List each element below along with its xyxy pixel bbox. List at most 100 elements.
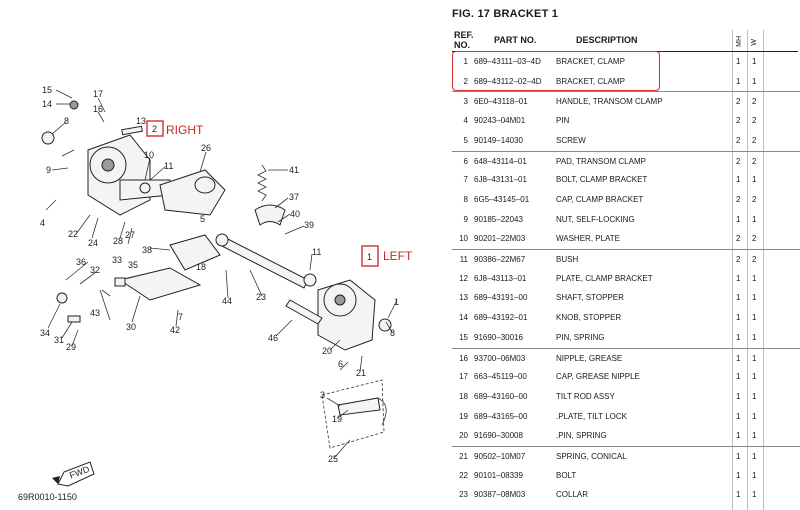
header-mh: MH: [736, 36, 743, 47]
part-label: 44: [222, 296, 232, 306]
ref-cell: 6: [463, 156, 468, 166]
mh-qty-cell: 2: [736, 255, 741, 264]
ref-cell: 8: [463, 194, 468, 204]
mh-qty-cell: 2: [736, 194, 741, 204]
part-no-cell: 90101–08339: [474, 470, 523, 480]
part-no-cell: 6J8–43113–01: [474, 273, 527, 283]
description-cell: NUT, SELF-LOCKING: [556, 214, 635, 224]
ref-cell: 19: [459, 411, 468, 421]
description-cell: .PLATE, TILT LOCK: [556, 411, 627, 421]
part-label: 29: [66, 342, 76, 352]
mh-qty-cell: 1: [736, 490, 741, 500]
ref-cell: 23: [459, 490, 468, 500]
left-callout-label: LEFT: [383, 249, 413, 263]
mh-qty-cell: 1: [736, 470, 741, 480]
mh-qty-cell: 1: [736, 391, 741, 401]
ref-cell: 4: [463, 116, 468, 126]
swivel-arm: [159, 169, 226, 216]
shaft-13: [121, 125, 143, 136]
header-w: W: [751, 39, 758, 46]
fwd-arrow-icon: FWD: [52, 461, 95, 487]
part-label: 11: [312, 247, 321, 257]
pad-37: [254, 204, 286, 226]
nipple-31: [56, 292, 68, 304]
part-no-cell: 90502–10M07: [474, 452, 526, 461]
mh-qty-cell: 1: [736, 313, 741, 323]
mh-qty-cell: 1: [736, 411, 741, 421]
ref-cell: 9: [463, 214, 468, 224]
part-label: 8: [64, 116, 69, 126]
clamp-bolt-shaft: [215, 233, 309, 289]
mh-qty-cell: 2: [736, 116, 741, 126]
ref-cell: 12: [459, 273, 468, 283]
w-qty-cell: 1: [752, 490, 757, 500]
parts-list-table: FIG. 17 BRACKET 1 REF. NO. PART NO. DESC…: [452, 0, 800, 510]
w-qty-cell: 1: [752, 431, 757, 441]
w-qty-cell: 1: [752, 372, 757, 382]
ref-cell: 3: [463, 97, 468, 107]
part-no-cell: 689–43160–00: [474, 391, 528, 401]
mh-qty-cell: 1: [736, 372, 741, 382]
description-cell: CAP, CLAMP BRACKET: [556, 194, 644, 204]
description-cell: HANDLE, TRANSOM CLAMP: [556, 97, 663, 107]
ref-cell: 15: [459, 332, 468, 342]
description-cell: SPRING, CONICAL: [556, 452, 627, 461]
ref-cell: 20: [459, 431, 468, 441]
ref-cell: 17: [459, 372, 468, 382]
w-qty-cell: 1: [752, 332, 757, 342]
part-label: 32: [90, 265, 100, 275]
part-label: 11: [164, 161, 173, 171]
w-qty-cell: 1: [752, 175, 757, 185]
part-label: 10: [144, 150, 154, 160]
part-label: 1: [394, 297, 399, 307]
part-label: 16: [93, 104, 103, 114]
ref-cell: 7: [463, 175, 468, 185]
part-label: 43: [90, 308, 100, 318]
part-label: 21: [356, 368, 366, 378]
w-qty-cell: 2: [752, 135, 757, 145]
part-no-cell: 6J8–43131–01: [474, 175, 527, 185]
mh-qty-cell: 1: [736, 76, 741, 86]
plate-42: [118, 267, 202, 301]
cap-8: [378, 318, 392, 332]
part-no-cell: 90185–22043: [474, 214, 523, 224]
mh-qty-cell: 1: [736, 214, 741, 224]
ref-cell: 2: [463, 76, 468, 86]
description-cell: PIN: [556, 116, 570, 126]
description-cell: TILT ROD ASSY: [556, 391, 615, 401]
part-29: [67, 315, 81, 323]
part-no-cell: 6E0–43118–01: [474, 97, 528, 107]
mh-qty-cell: 1: [736, 293, 741, 303]
description-cell: PIN, SPRING: [556, 332, 605, 342]
description-cell: CAP, GREASE NIPPLE: [556, 372, 640, 382]
w-qty-cell: 1: [752, 214, 757, 224]
description-cell: BOLT: [556, 470, 577, 480]
description-cell: NIPPLE, GREASE: [556, 353, 623, 363]
part-label: 18: [196, 262, 206, 272]
description-cell: WASHER, PLATE: [556, 234, 621, 244]
part-label: 34: [40, 328, 50, 338]
part-label: 15: [42, 85, 52, 95]
w-qty-cell: 1: [752, 313, 757, 323]
table-row: 9 90185–22043 NUT, SELF-LOCKING 1 1: [452, 210, 800, 230]
part-label: 30: [126, 322, 136, 332]
table-row: 2490201–08M01WASHER11: [452, 505, 800, 510]
part-label: 36: [76, 257, 86, 267]
part-no-cell: 90386–22M67: [474, 255, 526, 264]
description-cell: BRACKET, CLAMP: [556, 57, 625, 66]
left-callout-ref: 1: [367, 252, 372, 262]
part-label: 14: [42, 99, 52, 109]
ref-cell: 5: [463, 135, 468, 145]
